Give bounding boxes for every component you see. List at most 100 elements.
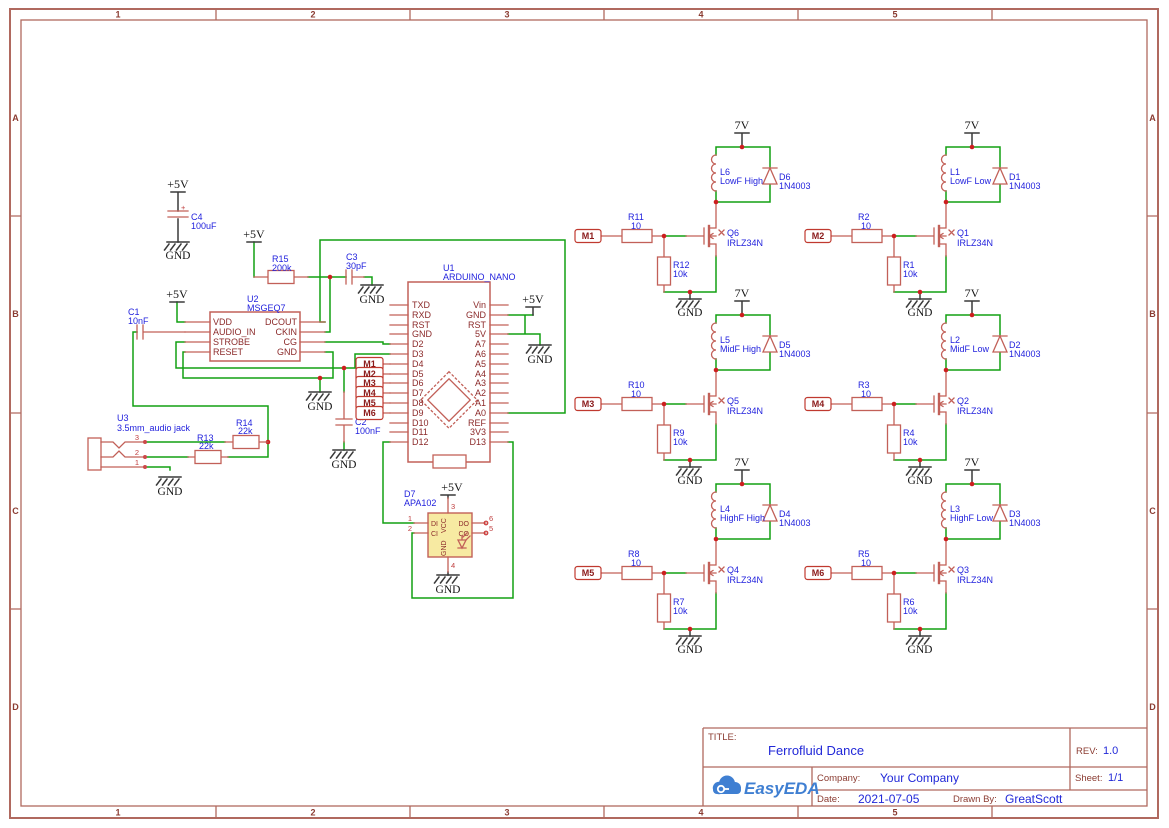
svg-text:1N4003: 1N4003 — [1009, 181, 1041, 191]
driver-cell-m3[interactable]: M3 R10 10 R9 10k Q5 IRLZ34N L5 MidF High… — [575, 286, 811, 487]
svg-text:LowF High: LowF High — [720, 176, 763, 186]
svg-text:IRLZ34N: IRLZ34N — [727, 575, 763, 585]
arduino-net-ports[interactable]: M1 M2 M3 M4 M5 M6 — [355, 356, 391, 421]
sheet-label: Sheet: — [1075, 773, 1102, 784]
svg-text:D2: D2 — [412, 339, 424, 349]
net-port: M3 — [582, 399, 595, 409]
svg-text:D3: D3 — [412, 349, 424, 359]
company-value[interactable]: Your Company — [880, 771, 959, 785]
svg-text:R2: R2 — [858, 212, 870, 222]
svg-text:TXD: TXD — [412, 300, 431, 310]
component-d7-apa102[interactable]: D7 APA102 1 2 6 5 3 4 DI CI DO CO VCC GN… — [404, 489, 493, 573]
u1-right-pin-labels: Vin GND RST 5V A7 A6 A5 A4 A3 A2 A1 A0 R… — [466, 300, 487, 447]
net-port: M5 — [582, 568, 595, 578]
refdes: U2 — [247, 294, 259, 304]
power-7v-label: 7V — [965, 455, 980, 469]
value: MSGEQ7 — [247, 303, 286, 313]
refdes: C4 — [191, 212, 203, 222]
capacitor-c1[interactable]: C1 10nF — [128, 307, 186, 340]
svg-text:D: D — [12, 702, 19, 712]
gnd-label: GND — [436, 584, 461, 596]
gnd-label: GND — [360, 294, 385, 306]
frame-column-labels-bottom: 1 2 3 4 5 — [115, 808, 897, 818]
net-port: M1 — [363, 359, 376, 369]
easyeda-logo: EasyEDA — [712, 775, 820, 798]
svg-text:10: 10 — [631, 389, 641, 399]
pin-label: STROBE — [213, 337, 250, 347]
net-port: M2 — [363, 369, 376, 379]
resistor-r14[interactable]: R14 22k — [224, 418, 269, 450]
net-port: M4 — [812, 399, 825, 409]
drawn-by-value[interactable]: GreatScott — [1005, 792, 1063, 806]
svg-text:D4: D4 — [412, 359, 424, 369]
svg-text:L2: L2 — [950, 335, 960, 345]
driver-cell-m6[interactable]: M6 R5 10 R6 10k Q3 IRLZ34N L3 HighF Low … — [805, 455, 1041, 656]
usb-connector-icon — [432, 454, 467, 469]
power-5v-label: +5V — [166, 287, 188, 301]
pin-label: CG — [284, 337, 298, 347]
rev-value[interactable]: 1.0 — [1103, 745, 1118, 757]
driver-cell-m5[interactable]: M5 R8 10 R7 10k Q4 IRLZ34N L4 HighF High… — [575, 455, 811, 656]
pin-number: 2 — [408, 524, 412, 533]
svg-text:D8: D8 — [412, 398, 424, 408]
pin-label: DO — [459, 521, 470, 528]
net-port: M2 — [812, 231, 825, 241]
value: 100uF — [191, 221, 217, 231]
resistor-r13[interactable]: R13 22k — [187, 433, 229, 465]
driver-cell-m1[interactable]: M1 R11 10 R12 10k Q6 IRLZ34N L6 LowF Hig… — [575, 118, 811, 319]
capacitor-c4[interactable]: + C4 100uF — [167, 203, 217, 231]
driver-cell-m2[interactable]: M2 R2 10 R1 10k Q1 IRLZ34N L1 LowF Low D… — [805, 118, 1041, 319]
refdes: C1 — [128, 307, 140, 317]
pin-label: CI — [431, 531, 438, 538]
gnd-label: GND — [158, 486, 183, 498]
pin-label: GND — [441, 540, 448, 556]
pin-number: 4 — [451, 561, 455, 570]
svg-text:Q1: Q1 — [957, 228, 969, 238]
pin-label: AUDIO_IN — [213, 327, 256, 337]
gnd-label: GND — [908, 475, 933, 487]
svg-text:L4: L4 — [720, 504, 730, 514]
schematic-wires[interactable] — [132, 239, 566, 599]
driver-cell-m4[interactable]: M4 R3 10 R4 10k Q2 IRLZ34N L2 MidF Low D… — [805, 286, 1041, 487]
gnd-label: GND — [332, 459, 357, 471]
svg-text:10: 10 — [861, 558, 871, 568]
component-u2-msgeq7[interactable]: U2 MSGEQ7 VDD AUDIO_IN STROBE RESET DCOU… — [184, 294, 326, 362]
refdes: C2 — [355, 417, 367, 427]
resistor-r15[interactable]: R15 200k — [253, 254, 309, 285]
svg-text:D5: D5 — [412, 369, 424, 379]
value: 3.5mm_audio jack — [117, 423, 191, 433]
title-block[interactable]: TITLE: Ferrofluid Dance REV: 1.0 EasyEDA… — [702, 727, 1147, 806]
component-u3-audio-jack[interactable]: 3 2 1 U3 3.5mm_audio jack — [87, 413, 191, 471]
svg-text:1N4003: 1N4003 — [1009, 518, 1041, 528]
value: ARDUINO_NANO — [443, 272, 516, 282]
power-5v-label: +5V — [167, 177, 189, 191]
svg-text:IRLZ34N: IRLZ34N — [957, 238, 993, 248]
sheet-frame: 1 2 3 4 5 1 2 3 4 5 A B C D A B C D — [9, 8, 1159, 819]
value: 22k — [199, 441, 214, 451]
frame-row-labels-left: A B C D — [12, 113, 19, 712]
gnd-label: GND — [908, 644, 933, 656]
svg-text:10k: 10k — [673, 269, 688, 279]
date-value[interactable]: 2021-07-05 — [858, 792, 920, 806]
capacitor-c3[interactable]: C3 30pF — [345, 252, 367, 285]
pin-label: DCOUT — [265, 317, 297, 327]
svg-text:D12: D12 — [412, 437, 429, 447]
capacitor-c2[interactable]: C2 100nF — [335, 391, 381, 443]
sheet-value[interactable]: 1/1 — [1108, 772, 1123, 784]
svg-text:RST: RST — [412, 320, 431, 330]
svg-text:B: B — [1149, 309, 1156, 319]
power-flags[interactable]: +5V GND +5V +5V GND GND GND GND +5V GND … — [155, 177, 553, 596]
svg-text:IRLZ34N: IRLZ34N — [727, 406, 763, 416]
net-port: M4 — [363, 388, 376, 398]
svg-text:A7: A7 — [475, 339, 486, 349]
power-5v-label: +5V — [522, 292, 544, 306]
pin-number: 5 — [489, 524, 493, 533]
svg-text:IRLZ34N: IRLZ34N — [957, 406, 993, 416]
power-7v-label: 7V — [965, 118, 980, 132]
svg-text:10: 10 — [861, 389, 871, 399]
power-5v-label: +5V — [243, 227, 265, 241]
svg-text:1N4003: 1N4003 — [1009, 349, 1041, 359]
component-u1-arduino-nano[interactable]: U1 ARDUINO_NANO TXD RXD RST GND D2 D3 D4… — [389, 263, 516, 469]
pin-label: VDD — [213, 317, 233, 327]
sheet-title[interactable]: Ferrofluid Dance — [768, 743, 864, 758]
